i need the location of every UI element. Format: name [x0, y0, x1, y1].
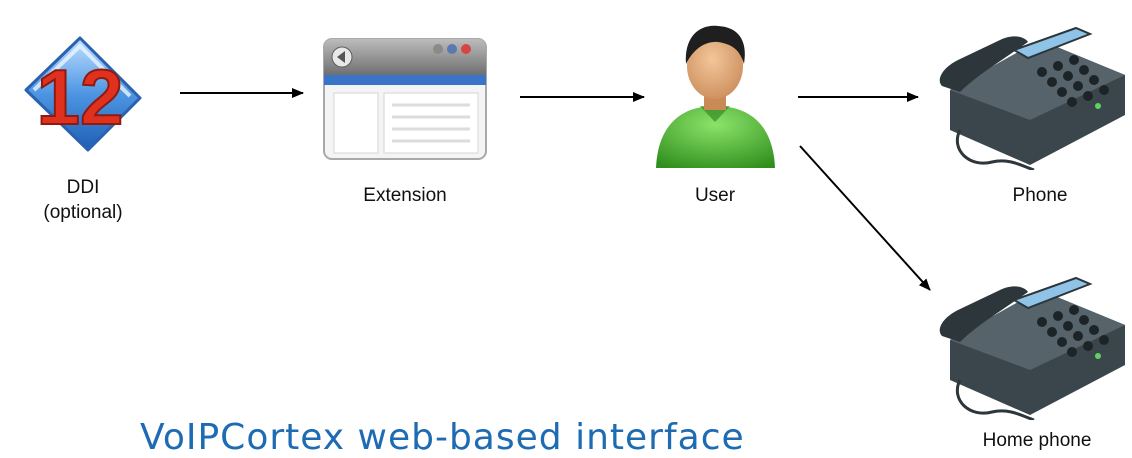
footer-title: VoIPCortex web-based interface: [140, 417, 745, 458]
edge-user-to-home-phone: [799, 145, 931, 291]
node-phone-label: Phone: [1012, 185, 1068, 206]
node-home-phone: [930, 270, 1130, 422]
node-phone: [930, 20, 1130, 172]
user-person-icon: [656, 25, 775, 168]
svg-text:12: 12: [37, 53, 124, 141]
node-user: [648, 18, 783, 168]
node-extension-label: Extension: [363, 185, 447, 206]
node-user-label: User: [694, 185, 736, 206]
desk-phone-icon: [939, 26, 1125, 172]
browser-window-icon: [323, 38, 487, 160]
node-extension: [320, 35, 490, 163]
node-ddi-label-line1: DDI: [66, 177, 100, 198]
node-ddi-label-line2: (optional): [43, 202, 123, 223]
node-home-phone-label: Home phone: [982, 430, 1092, 451]
desk-phone-icon: [939, 276, 1125, 422]
node-ddi-label: DDI (optional): [18, 175, 148, 225]
ddi-number-icon: 12: [24, 36, 142, 152]
node-ddi: 12: [8, 20, 158, 170]
